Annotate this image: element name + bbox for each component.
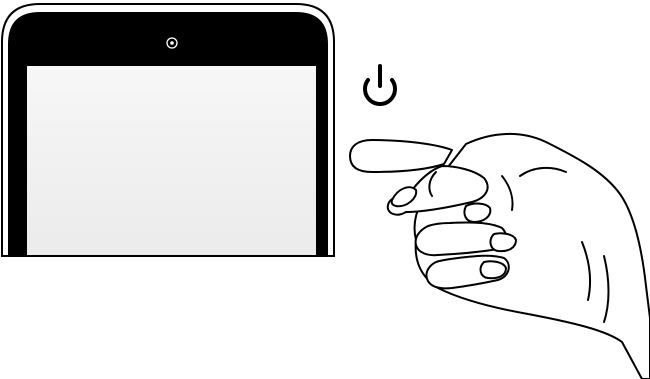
nail-little (481, 261, 506, 278)
tablet-screen (27, 66, 316, 256)
nail-ring (491, 233, 516, 251)
nail-ring-top (464, 204, 490, 222)
power-icon (365, 66, 395, 104)
pointing-hand-icon (350, 134, 650, 379)
tablet-device (2, 4, 334, 256)
